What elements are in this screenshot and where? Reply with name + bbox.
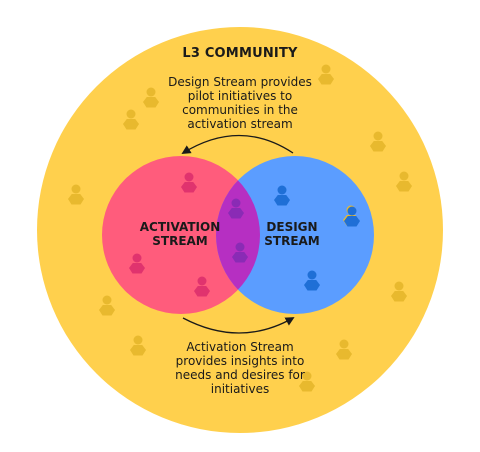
community-person-icon: [370, 131, 386, 152]
activation-person-icon: [194, 276, 210, 297]
top-arrow: [181, 134, 294, 154]
community-person-icon: [123, 109, 139, 130]
community-person-icon: [130, 335, 146, 356]
activation-person-icon: [129, 253, 145, 274]
design-person-icon: [344, 206, 360, 227]
community-person-icon: [336, 339, 352, 360]
activation-stream-label: ACTIVATION STREAM: [120, 220, 240, 248]
top-caption-line: Design Stream provides: [168, 75, 312, 89]
bottom-caption-line: provides insights into: [175, 354, 305, 368]
bottom-caption-line: Activation Stream: [186, 340, 294, 354]
community-person-icon: [318, 64, 334, 85]
activation-label-line: ACTIVATION: [139, 220, 221, 234]
design-person-icon: [304, 270, 320, 291]
community-person-icon: [391, 281, 407, 302]
design-label-line: DESIGN: [266, 220, 318, 234]
design-stream-circle: [216, 156, 374, 314]
top-caption-line: pilot initiatives to: [187, 89, 293, 103]
bottom-caption: Activation Stream provides insights into…: [140, 340, 340, 396]
top-caption: Design Stream provides pilot initiatives…: [140, 75, 340, 131]
top-caption-line: communities in the: [182, 103, 298, 117]
community-title: L3 COMMUNITY: [182, 46, 298, 61]
design-stream-label: DESIGN STREAM: [242, 220, 342, 248]
design-label-line: STREAM: [264, 234, 320, 248]
design-person-icon: [274, 185, 290, 206]
activation-label-line: STREAM: [152, 234, 208, 248]
top-caption-line: activation stream: [187, 117, 293, 131]
activation-stream-circle: [102, 156, 260, 314]
bottom-caption-line: needs and desires for: [175, 368, 305, 382]
overlap-person-icon: [228, 198, 244, 219]
community-person-icon: [299, 371, 315, 392]
bottom-caption-line: initiatives: [210, 382, 270, 396]
bottom-arrow: [182, 317, 295, 334]
overlap-person-icon: [232, 242, 248, 263]
community-person-icon: [68, 184, 84, 205]
activation-person-icon: [181, 172, 197, 193]
community-person-icon: [99, 295, 115, 316]
community-person-icon: [143, 87, 159, 108]
community-person-icon: [396, 171, 412, 192]
